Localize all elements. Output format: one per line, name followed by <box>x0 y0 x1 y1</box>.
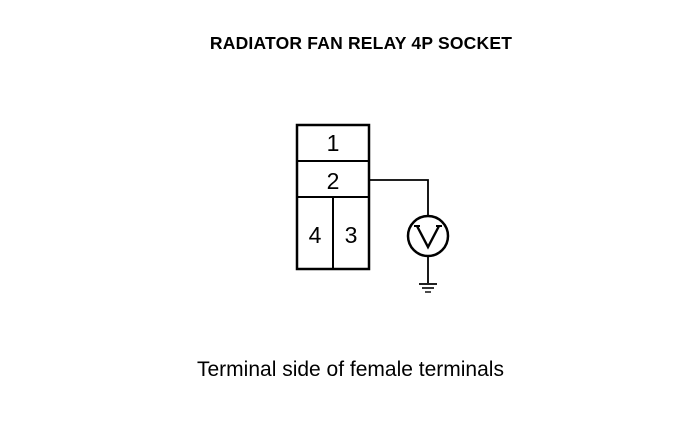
relay-socket: 1 2 4 3 <box>295 123 371 271</box>
terminal-4-label: 4 <box>309 222 322 248</box>
diagram-caption: Terminal side of female terminals <box>197 358 504 381</box>
test-lead-wire <box>369 179 429 216</box>
terminal-3-label: 3 <box>345 222 358 248</box>
terminal-2-label: 2 <box>327 168 340 194</box>
ground-icon <box>419 283 437 293</box>
diagram-title: RADIATOR FAN RELAY 4P SOCKET <box>209 33 513 53</box>
voltmeter-icon <box>406 214 450 258</box>
terminal-1-label: 1 <box>327 130 340 156</box>
